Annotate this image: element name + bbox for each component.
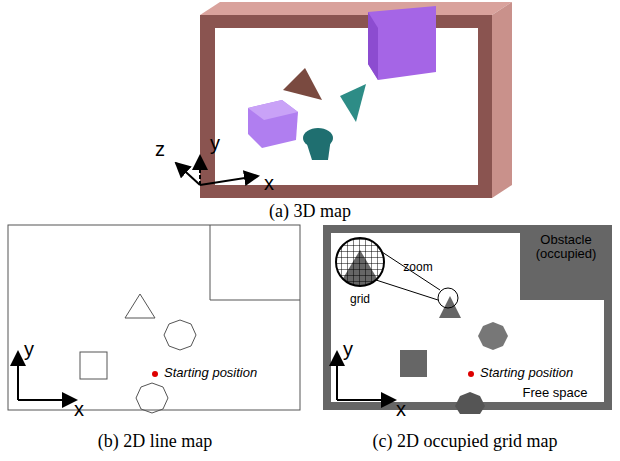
position-label: Starting position (480, 366, 573, 380)
axis-label: x (264, 172, 274, 194)
axis-label: x (396, 398, 406, 420)
3d-map (176, 2, 512, 198)
region-label: Free space (522, 386, 587, 400)
obstacle-region: Obstacle (occupied) (520, 225, 612, 300)
zoom-label: zoom (403, 261, 432, 274)
grid-map (327, 229, 608, 414)
position-label: Starting position (164, 366, 257, 380)
axis-label: y (210, 132, 220, 154)
axis-label: x (74, 398, 84, 420)
axis-label: y (24, 338, 34, 360)
region-label: Obstacle (occupied) (524, 233, 608, 262)
panel-caption: (a) 3D map (269, 202, 351, 222)
axis-label: y (343, 338, 353, 360)
line-map (8, 225, 300, 413)
panel-caption: (c) 2D occupied grid map (373, 432, 558, 452)
axis-label: z (155, 138, 165, 160)
panel-caption: (b) 2D line map (98, 432, 212, 452)
grid-label: grid (350, 293, 370, 306)
